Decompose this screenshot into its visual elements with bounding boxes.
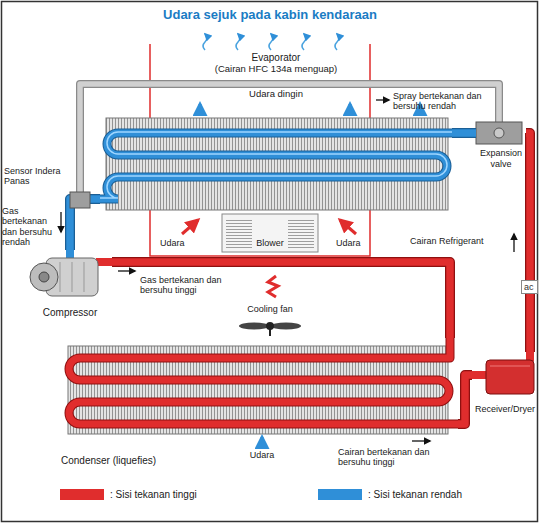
air-label: Udara dingin — [236, 89, 316, 100]
diagram-title: Udara sejuk pada kabin kendaraan — [0, 8, 540, 23]
flow-label: Cairan bertekanan dan bersuhu tinggi — [338, 447, 448, 468]
air-arrow — [302, 34, 306, 50]
flow-label: Spray bertekanan dan bersuhu rendah — [393, 91, 493, 112]
cool-air-arrows — [203, 34, 339, 50]
air-arrow — [335, 34, 339, 50]
blower-grille — [226, 218, 252, 248]
component-box: Compressor — [28, 250, 112, 320]
part-label: Blower — [248, 238, 292, 248]
legend-item: : Sisi tekanan tinggi — [60, 489, 197, 501]
blower-housing — [222, 214, 318, 252]
component-name: Condenser (liquefies) — [61, 455, 156, 467]
component-box: Expansion valve — [476, 120, 526, 170]
air-arrow — [199, 104, 202, 116]
legend-swatch — [318, 489, 362, 500]
component-name: Compressor — [43, 307, 97, 319]
refrigerant-pipe — [526, 133, 530, 352]
flow-arrow — [412, 440, 430, 441]
flow-label: Gas bertekanan dan bersuhu tinggi — [140, 275, 240, 296]
compressor-pulley — [30, 263, 58, 291]
air-arrow — [261, 437, 264, 448]
pipe-outline — [452, 128, 476, 138]
compressor-rib — [60, 262, 61, 292]
air-arrow — [182, 220, 198, 234]
air-arrow — [349, 104, 352, 116]
legend-text: : Sisi tekanan tinggi — [110, 489, 197, 501]
flow-label: Cairan Refrigerant — [410, 236, 510, 246]
component-name: Receiver/Dryer — [475, 404, 535, 414]
component-box: Receiver/Dryer — [472, 352, 538, 416]
pipe-stub — [472, 371, 487, 379]
air-label: Udara — [242, 450, 282, 460]
component-note: (Cairan HFC 134a menguap) — [215, 64, 338, 75]
pipes — [70, 133, 530, 424]
fan-blade — [239, 323, 269, 330]
pulley-hub — [39, 272, 49, 282]
evaporator-coil-outline — [100, 133, 452, 199]
cold-air-arrows — [200, 104, 420, 116]
pipe-outline — [458, 375, 472, 424]
receiver-highlight — [490, 366, 530, 367]
component-name: Evaporator — [252, 52, 301, 64]
flow-arrow — [376, 99, 389, 100]
refrigerant-pipe — [458, 375, 472, 424]
air-arrow — [340, 220, 356, 234]
refrigerant-pipe — [112, 262, 450, 338]
compressor-drawing — [30, 250, 112, 296]
air-arrow — [203, 34, 207, 50]
condenser-coil-outline — [69, 338, 458, 424]
blower-grille — [288, 218, 314, 248]
fan-shaft — [269, 326, 271, 336]
coil-highlight — [100, 132, 452, 198]
component-box: Evaporator(Cairan HFC 134a menguap) — [100, 50, 452, 212]
flow-arrow — [60, 212, 61, 232]
legend-swatch — [60, 489, 104, 500]
expansion-valve-body — [476, 122, 522, 144]
receiver-body — [486, 360, 534, 394]
component-name: Expansion valve — [476, 148, 526, 169]
condenser-coil — [69, 338, 458, 424]
valve-knob — [494, 128, 504, 138]
pipe-outline — [112, 262, 450, 338]
overlay-tag: ac — [521, 280, 538, 294]
flow-arrow — [513, 234, 514, 252]
compressor-rib — [72, 262, 73, 292]
refrigerant-pipe — [452, 129, 476, 137]
receiver-drawing — [472, 352, 534, 394]
legend-text: : Sisi tekanan rendah — [368, 489, 462, 501]
flow-label: Gas bertekanan dan bersuhu rendah — [2, 206, 58, 247]
legend-item: : Sisi tekanan rendah — [318, 489, 462, 501]
heat-sensor — [70, 192, 90, 208]
air-label: Udara — [160, 238, 200, 248]
air-arrow — [269, 34, 273, 50]
compressor-rib — [84, 262, 85, 292]
air-arrow — [236, 34, 240, 50]
flow-arrow — [118, 270, 135, 271]
part-label: Sensor Indera Panas — [4, 166, 66, 187]
fan-blade — [271, 323, 301, 330]
evaporator-coil — [100, 133, 452, 199]
pipe-outline — [526, 133, 530, 352]
part-label: Cooling fan — [230, 304, 310, 314]
air-label: Udara — [336, 238, 368, 248]
heat-symbol — [268, 276, 278, 297]
cooling-fan-drawing — [239, 322, 301, 336]
